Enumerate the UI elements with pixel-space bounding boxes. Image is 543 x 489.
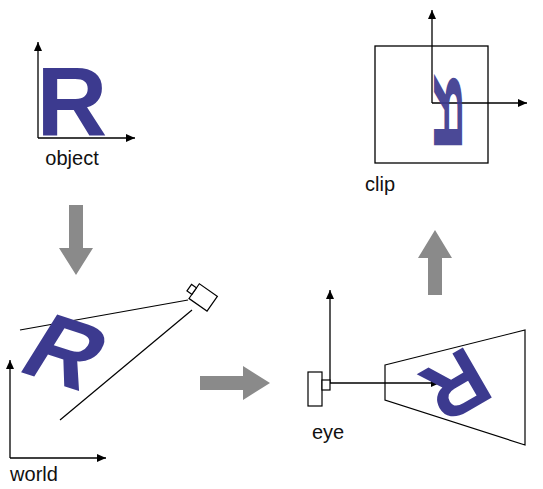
letter-r: R — [7, 299, 125, 404]
clip-box — [375, 10, 527, 163]
flow-arrow — [59, 205, 93, 275]
space-label: world — [10, 464, 58, 484]
eye-camera — [308, 372, 330, 406]
space-label: eye — [312, 422, 344, 442]
flow-arrow — [200, 366, 270, 400]
space-label: clip — [365, 174, 395, 194]
letter-r: R — [409, 333, 504, 436]
letter-r: R — [37, 53, 108, 151]
flow-arrow — [418, 230, 452, 295]
eye-axes — [330, 290, 525, 445]
letter-r: R — [428, 71, 469, 152]
space-label: object — [45, 148, 98, 168]
